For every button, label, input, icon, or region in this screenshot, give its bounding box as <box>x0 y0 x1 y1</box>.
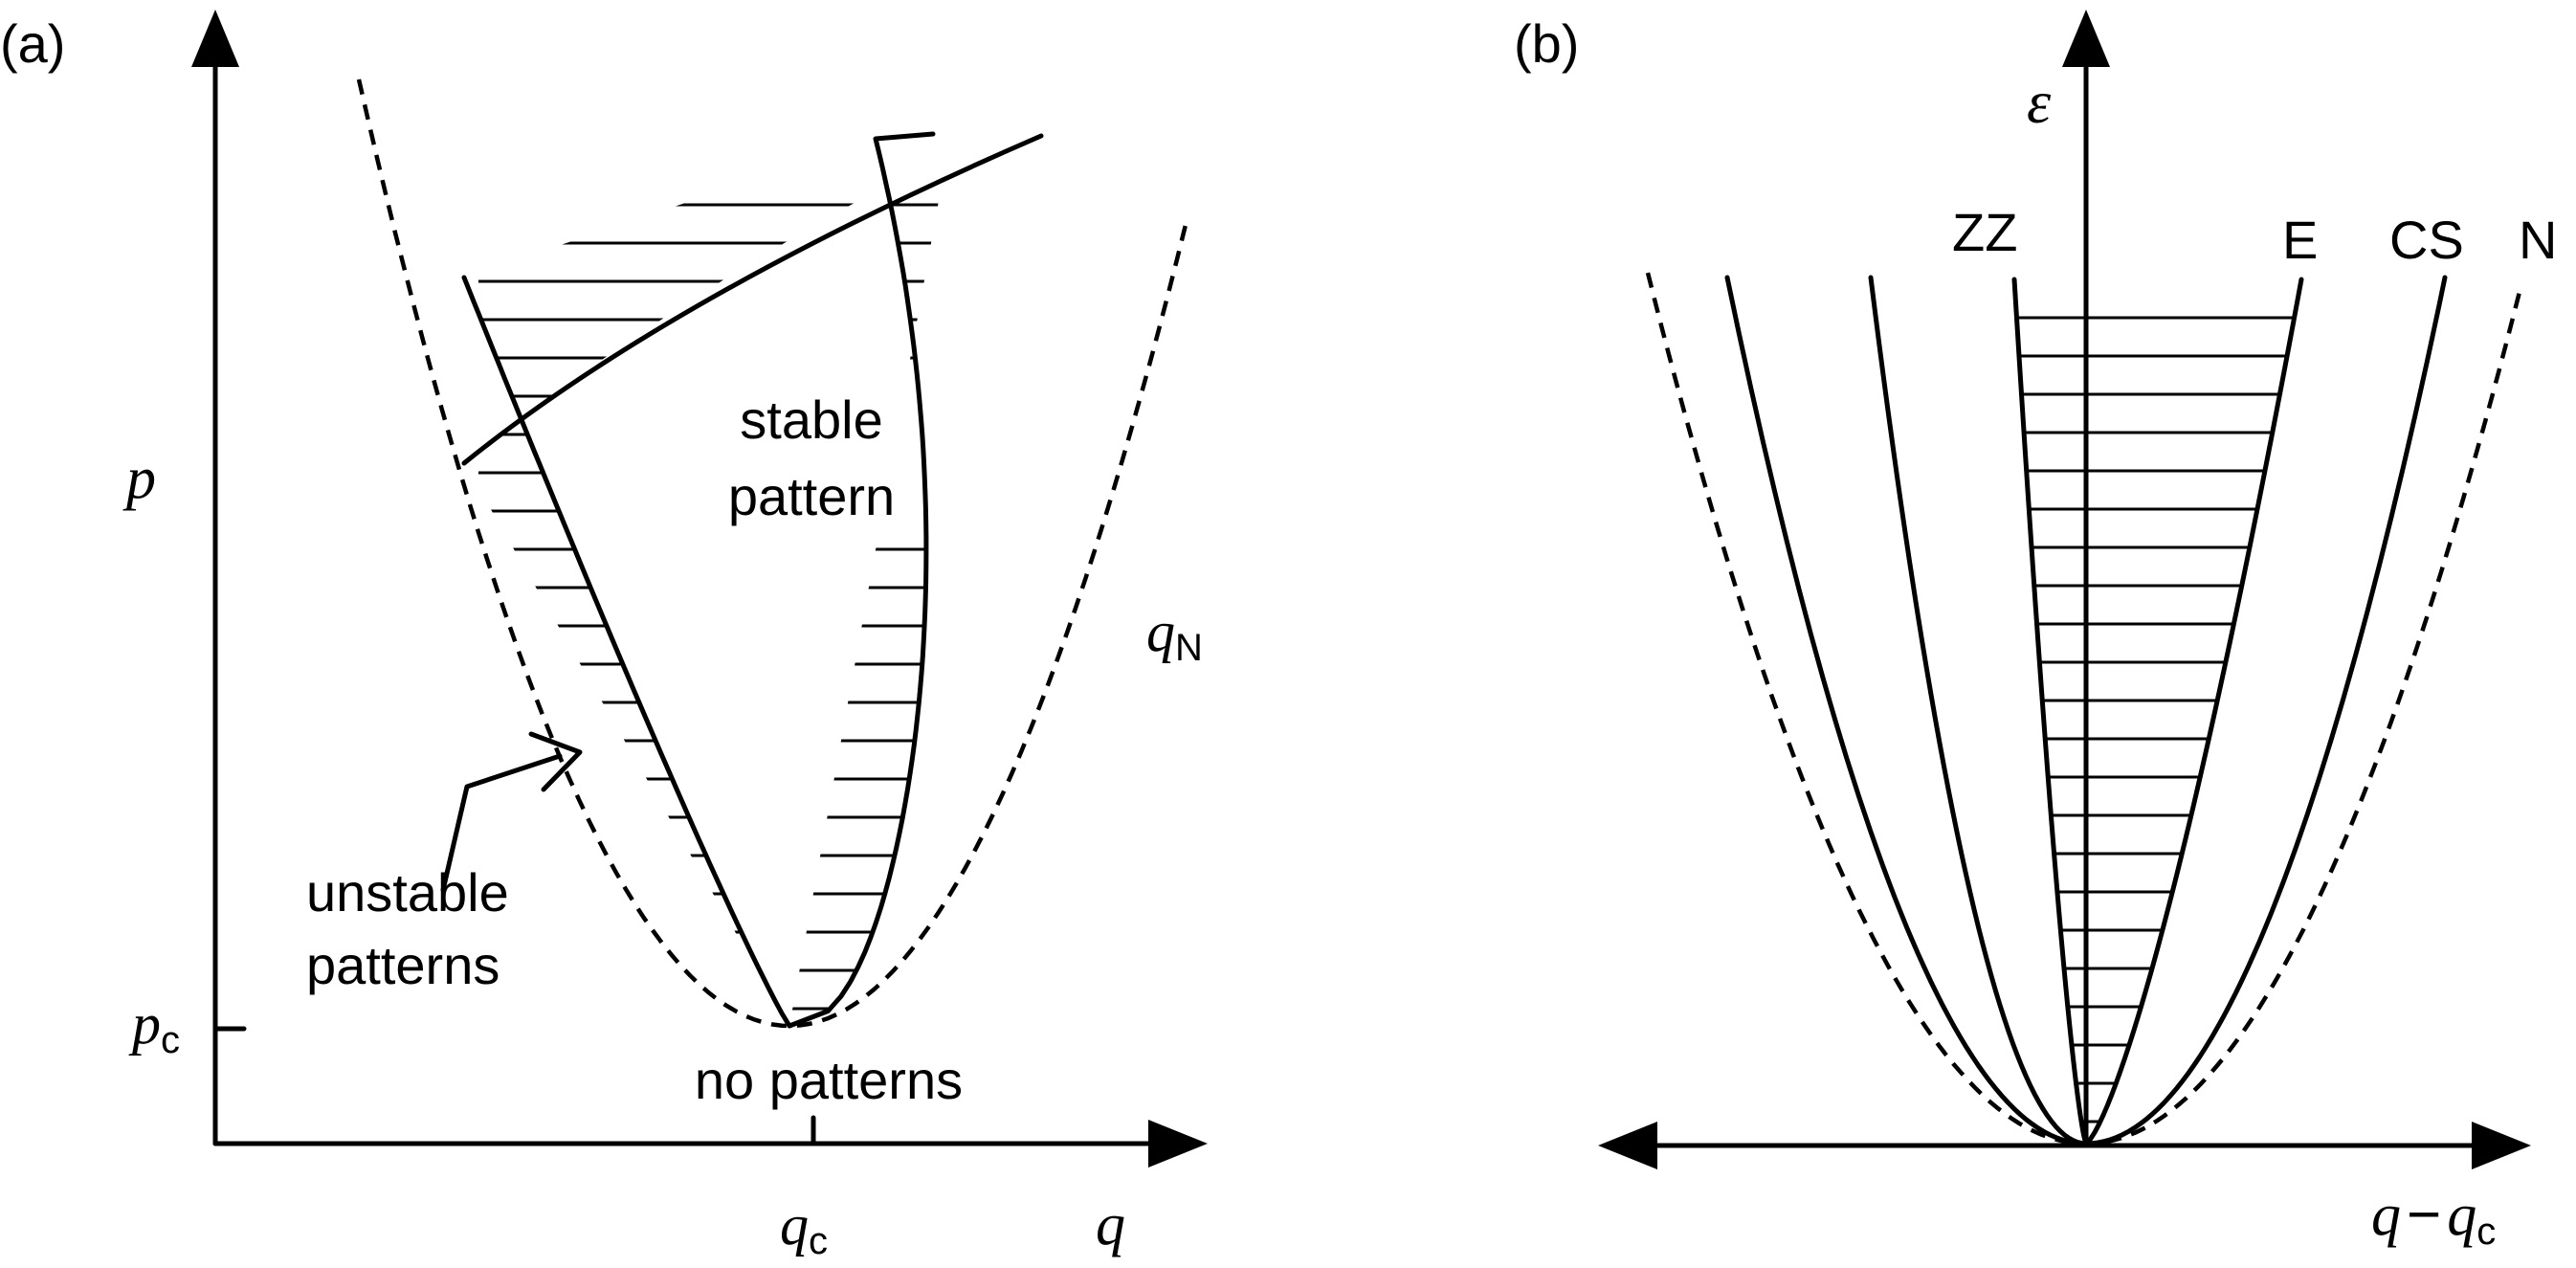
stable-pattern-label-line1: stable <box>740 389 882 450</box>
q-axis-label: q <box>1096 1192 1125 1257</box>
intermediate-curve-left <box>1868 275 2089 1146</box>
qn-curve-label: qN <box>1146 600 1203 669</box>
epsilon-axis-label: ε <box>2027 68 2052 136</box>
n-curve-label: N <box>2519 210 2557 270</box>
stable-region-hatching <box>478 203 947 1011</box>
unstable-patterns-label-line2: patterns <box>306 935 500 995</box>
zz-curve-label: ZZ <box>1952 202 2017 262</box>
cs-curve-label: CS <box>2389 210 2464 270</box>
q-axis-arrowhead <box>1148 1120 1208 1168</box>
p-axis-label: p <box>122 446 156 511</box>
cross-roll-curve-left <box>1724 275 2089 1146</box>
stable-pattern-label-line2: pattern <box>728 466 895 526</box>
panel-a: (a) p q pc qc qN stable pattern unstable… <box>0 10 1208 1262</box>
unstable-pointer-line <box>440 753 563 893</box>
unstable-patterns-label-line1: unstable <box>306 862 509 923</box>
stable-label-background <box>687 383 951 524</box>
qdiff-axis-label: q−qc <box>2371 1182 2496 1253</box>
unstable-pointer-arrowhead <box>528 731 583 792</box>
panel-b-label: (b) <box>1514 13 1579 74</box>
panel-a-label: (a) <box>0 13 65 74</box>
zigzag-curve-zz <box>2011 277 2089 1146</box>
stable-boundary-top <box>461 133 1044 466</box>
qdiff-axis-arrowhead-left <box>1598 1122 1657 1169</box>
stable-boundary-left <box>461 275 792 1029</box>
qc-label: qc <box>780 1193 828 1262</box>
e-curve-label: E <box>2282 210 2318 270</box>
no-patterns-label: no patterns <box>695 1050 963 1110</box>
epsilon-axis-arrowhead <box>2062 10 2110 67</box>
qdiff-axis-arrowhead-right <box>2472 1122 2531 1169</box>
panel-b: (b) ε ZZ E CS N q−qc <box>1514 10 2557 1253</box>
stable-boundary-right <box>787 131 936 1029</box>
neutral-stability-curve-qn <box>356 78 1189 1029</box>
eckhaus-curve-e <box>2083 277 2304 1146</box>
cross-roll-curve-cs <box>2083 275 2448 1146</box>
pc-label: pc <box>128 992 180 1061</box>
p-axis-arrowhead <box>191 10 239 67</box>
